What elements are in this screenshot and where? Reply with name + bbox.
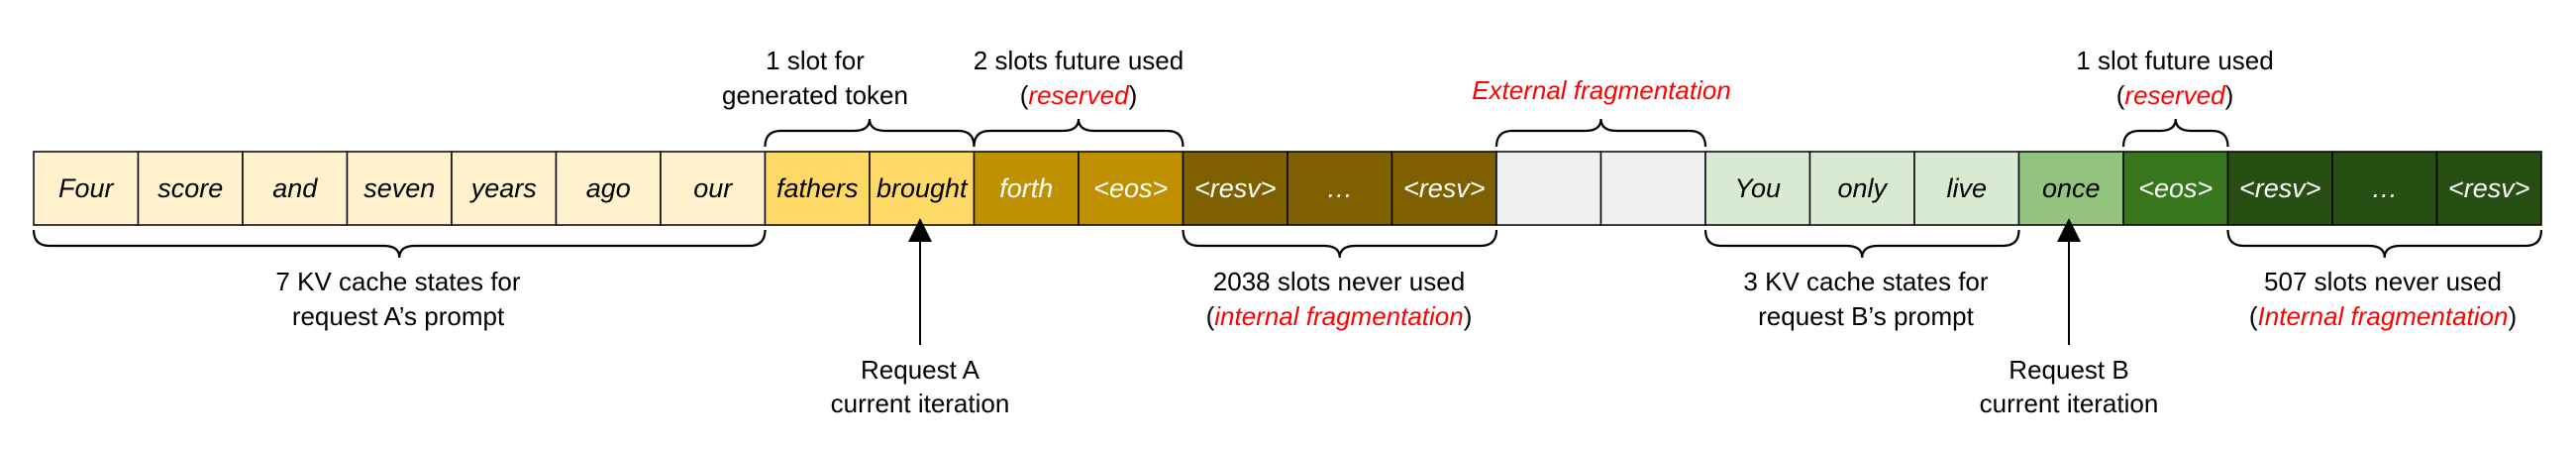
slot-cell-20: [2122, 151, 2229, 226]
slot-cell-19: [2017, 151, 2124, 226]
slot-label-11: <resv>: [1194, 173, 1277, 203]
future-used-1-label: 1 slot future used: [2076, 46, 2273, 75]
prompt-b-label-line2: request B’s prompt: [1758, 301, 1975, 331]
brace-generated-slot: [764, 118, 976, 148]
generated-slot-label-line1: 1 slot for: [766, 46, 865, 75]
slot-label-20: <eos>: [2138, 173, 2213, 203]
slot-label-18: live: [1946, 173, 1987, 203]
slot-label-3: seven: [363, 173, 435, 203]
slot-label-9: forth: [999, 173, 1053, 203]
request-b-label-line2: current iteration: [1980, 389, 2159, 418]
slot-cell-2: [242, 151, 349, 226]
brace-future-used-a: [973, 118, 1185, 148]
slot-label-8: brought: [876, 173, 969, 203]
slot-label-2: and: [272, 173, 318, 203]
internal-fragmentation-b-label: (Internal fragmentation): [2249, 301, 2517, 331]
internal-fragmentation-a-label: (internal fragmentation): [1206, 301, 1473, 331]
slot-cell-5: [555, 151, 662, 226]
brace-never-used-a: [1182, 229, 1498, 259]
slot-cell-14: [1495, 151, 1602, 226]
slot-label-5: ago: [586, 173, 631, 203]
slot-label-10: <eos>: [1093, 173, 1168, 203]
slot-cell-11: [1182, 151, 1288, 226]
slot-cell-9: [973, 151, 1080, 226]
request-a-label-line1: Request A: [861, 355, 980, 385]
braces: [32, 118, 2543, 259]
prompt-a-label-line2: request A’s prompt: [292, 301, 505, 331]
slot-label-23: <resv>: [2448, 173, 2530, 203]
slot-cell-22: [2331, 151, 2438, 226]
prompt-a-label-line1: 7 KV cache states for: [275, 267, 520, 296]
slot-cell-15: [1599, 151, 1706, 226]
slot-label-13: <resv>: [1403, 173, 1486, 203]
brace-prompt-b: [1703, 229, 2020, 259]
brace-prompt-a: [32, 229, 767, 259]
request-b-label-line1: Request B: [2009, 355, 2128, 385]
never-used-b-label: 507 slots never used: [2264, 267, 2502, 296]
future-used-1-reserved-label: (reserved): [2116, 80, 2234, 110]
slot-label-16: You: [1734, 173, 1781, 203]
brace-never-used-b: [2226, 229, 2543, 259]
slot-cell-23: [2435, 151, 2542, 226]
brace-future-used-b: [2121, 118, 2229, 148]
slot-cell-13: [1391, 151, 1497, 226]
never-used-a-label: 2038 slots never used: [1213, 267, 1465, 296]
slot-label-1: score: [157, 173, 223, 203]
slot-cell-1: [137, 151, 244, 226]
slot-cell-7: [764, 151, 871, 226]
generated-slot-label-line2: generated token: [722, 80, 908, 110]
slot-cell-12: [1287, 151, 1393, 226]
slot-label-4: years: [469, 173, 537, 203]
slot-label-17: only: [1837, 173, 1888, 203]
slot-cell-21: [2226, 151, 2333, 226]
external-fragmentation-label: External fragmentation: [1472, 75, 1731, 105]
slot-label-21: <resv>: [2239, 173, 2321, 203]
future-used-2-label: 2 slots future used: [974, 46, 1184, 75]
slot-label-7: fathers: [776, 173, 859, 203]
request-a-label-line2: current iteration: [831, 389, 1010, 418]
future-used-2-reserved-label: (reserved): [1020, 80, 1138, 110]
slot-cell-0: [33, 151, 140, 226]
slot-label-22: …: [2371, 173, 2398, 203]
slot-label-0: Four: [58, 173, 115, 203]
slot-cell-17: [1808, 151, 1915, 226]
prompt-b-label-line1: 3 KV cache states for: [1743, 267, 1988, 296]
slot-cell-4: [451, 151, 558, 226]
slot-label-12: …: [1326, 173, 1353, 203]
slot-label-19: once: [2042, 173, 2101, 203]
slot-cell-6: [660, 151, 767, 226]
slot-label-6: our: [693, 173, 733, 203]
slot-cell-18: [1913, 151, 2020, 226]
slot-row: Four score and seven years ago our fathers broug…: [33, 151, 2542, 226]
brace-external-fragmentation: [1494, 118, 1707, 148]
